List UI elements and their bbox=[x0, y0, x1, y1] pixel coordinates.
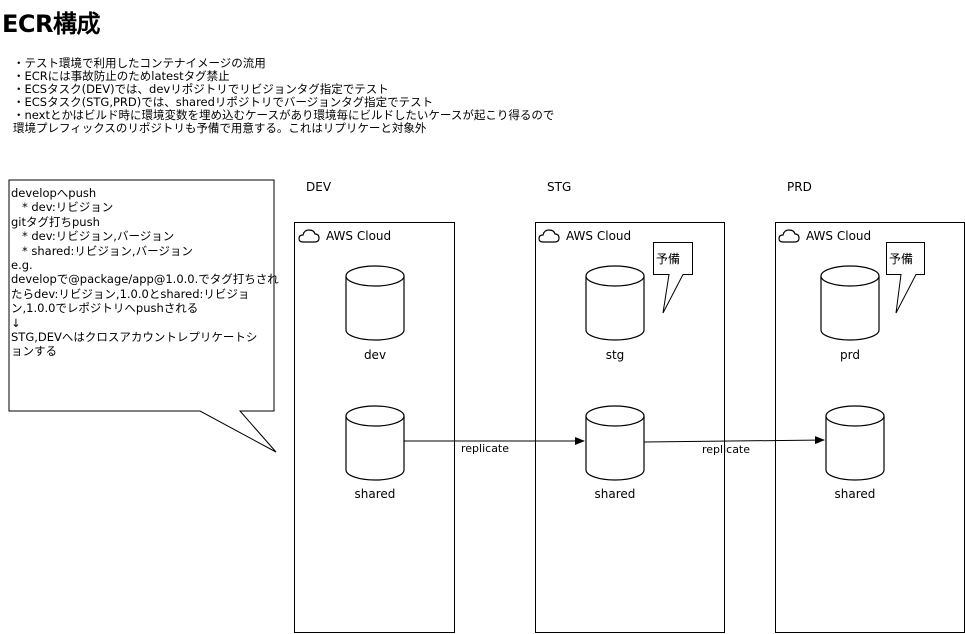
callout-line: gitタグ打ちpush bbox=[11, 214, 100, 229]
repo-cylinder-prd bbox=[820, 265, 880, 341]
note-line: ・ECRには事故防止のためlatestタグ禁止 bbox=[13, 69, 230, 83]
note-line: ・テスト環境で利用したコンテナイメージの流用 bbox=[13, 56, 266, 70]
yobi-label-stg: 予備 bbox=[656, 252, 681, 266]
repo-label-prd: prd bbox=[840, 348, 860, 362]
cloud-label-prd: AWS Cloud bbox=[806, 229, 872, 243]
callout-line: * dev:リビジョン bbox=[11, 200, 114, 215]
env-label-prd: PRD bbox=[787, 180, 812, 194]
callout-line: developへpush bbox=[11, 186, 97, 200]
edge-label-replicate: replicate bbox=[702, 443, 751, 456]
callout-text: developへpush * dev:リビジョン gitタグ打ちpush * d… bbox=[11, 186, 279, 359]
repo-label-stg: stg bbox=[605, 348, 625, 362]
repo-cylinder-stg-shared bbox=[585, 405, 645, 481]
callout-line: ョンする bbox=[11, 344, 57, 359]
repo-cylinder-stg bbox=[585, 265, 645, 341]
notes-list: ・テスト環境で利用したコンテナイメージの流用 ・ECRには事故防止のためlate… bbox=[13, 57, 554, 135]
callout-line: ン,1.0.0でレポジトリへpushされる bbox=[11, 301, 199, 316]
repo-label-stg-shared: shared bbox=[594, 487, 636, 501]
callout-line: ↓ bbox=[11, 315, 21, 330]
cloud-icon bbox=[298, 229, 320, 243]
cloud-icon bbox=[778, 229, 800, 243]
callout-line: developで@package/app@1.0.0.でタグ打ちされ bbox=[11, 272, 279, 287]
note-line: ・nextとかはビルド時に環境変数を埋め込むケースがあり環境毎にビルドしたいケー… bbox=[13, 108, 555, 122]
note-line: ・ECSタスク(STG,PRD)では、sharedリポジトリでバージョンタグ指定… bbox=[13, 95, 434, 109]
page-title: ECR構成 bbox=[2, 10, 101, 38]
replicate-arrow-stg-prd bbox=[643, 436, 825, 445]
yobi-callout-prd bbox=[886, 242, 925, 314]
repo-label-dev: dev bbox=[363, 348, 387, 362]
cloud-label-stg: AWS Cloud bbox=[566, 229, 632, 243]
note-line: ・ECSタスク(DEV)では、devリポジトリでリビジョンタグ指定でテスト bbox=[13, 82, 389, 96]
cloud-icon bbox=[538, 229, 560, 243]
cloud-label-dev: AWS Cloud bbox=[326, 229, 392, 243]
callout-line: * shared:リビジョン,バージョン bbox=[11, 243, 193, 258]
callout-line: e.g. bbox=[11, 258, 33, 273]
repo-label-prd-shared: shared bbox=[834, 487, 876, 501]
note-line: 環境プレフィックスのリポジトリも予備で用意する。これはリプリケーと対象外 bbox=[13, 121, 427, 135]
callout-line: STG,DEVへはクロスアカウントレプリケートシ bbox=[11, 330, 258, 345]
callout-bubble bbox=[8, 179, 277, 453]
repo-label-dev-shared: shared bbox=[354, 487, 396, 501]
env-label-dev: DEV bbox=[306, 180, 332, 194]
edge-label-replicate: replicate bbox=[461, 442, 510, 455]
yobi-callout-stg bbox=[653, 242, 693, 314]
repo-cylinder-dev bbox=[345, 265, 405, 341]
repo-cylinder-dev-shared bbox=[345, 405, 405, 481]
env-label-stg: STG bbox=[547, 180, 572, 194]
callout-line: たらdev:リビジョン,1.0.0とshared:リビジョ bbox=[11, 286, 250, 301]
yobi-label-prd: 予備 bbox=[889, 252, 914, 266]
callout-line: * dev:リビジョン,バージョン bbox=[11, 229, 175, 244]
repo-cylinder-prd-shared bbox=[825, 405, 885, 481]
